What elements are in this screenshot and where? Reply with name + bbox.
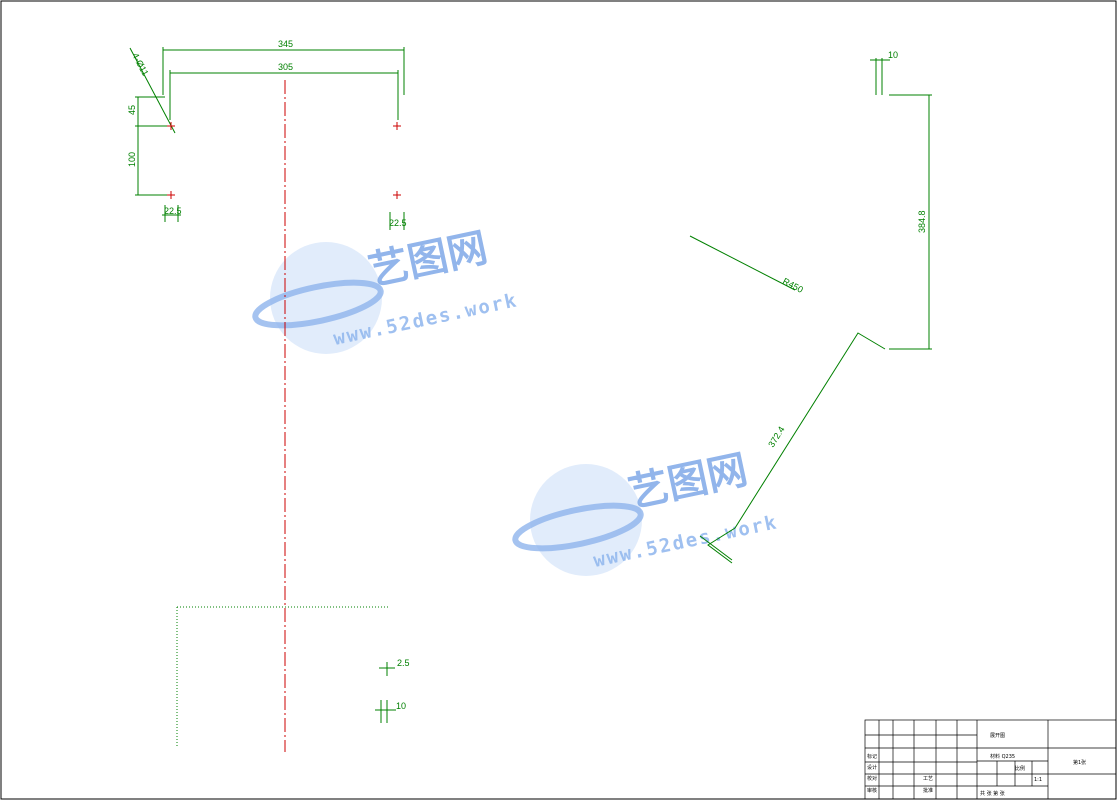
- title-sheet-count: 共 张 第 张: [980, 790, 1005, 797]
- title-material: 材料 Q235: [990, 753, 1015, 760]
- dimension-group-left: [129, 47, 405, 230]
- title-sheet-note: 第1张: [1073, 759, 1086, 766]
- title-scale-label: 比例: [1015, 765, 1025, 772]
- developed-view: [689, 58, 932, 564]
- dim-45: 45: [127, 105, 137, 115]
- lower-view: [176, 606, 396, 748]
- watermark-logo-text: 艺图网: [625, 447, 752, 517]
- dim-10-top: 10: [888, 50, 898, 60]
- title-row-1: 设计: [867, 764, 877, 771]
- title-scale-value: 1:1: [1034, 777, 1042, 783]
- dim-10-bottom: 10: [396, 701, 406, 711]
- dim-22-5-right: 22.5: [389, 218, 407, 228]
- title-drawing-name: 展开图: [990, 733, 1005, 739]
- watermark-1: 艺图网 www.52des.work: [252, 225, 520, 354]
- dim-100: 100: [127, 152, 137, 167]
- dim-345: 345: [278, 39, 293, 49]
- dim-2-5: 2.5: [397, 658, 410, 668]
- title-row-2: 校对: [867, 775, 877, 782]
- watermark-logo-text: 艺图网: [365, 225, 492, 295]
- dim-384-8: 384.8: [917, 210, 927, 233]
- dim-r450: R450: [781, 276, 805, 295]
- dim-305: 305: [278, 62, 293, 72]
- title-row-5: 批准: [923, 787, 933, 794]
- dim-angle-note: 4-Ø11: [130, 51, 150, 77]
- title-block: [864, 719, 1117, 800]
- dim-372-4: 372.4: [766, 425, 786, 449]
- watermark-2: 艺图网 www.52des.work: [512, 447, 780, 576]
- title-row-0: 标记: [867, 753, 877, 760]
- title-row-3: 审核: [867, 787, 877, 794]
- dim-22-5-left: 22.5: [164, 206, 182, 216]
- title-row-4: 工艺: [923, 776, 933, 782]
- globe-logo-icon: [512, 464, 644, 576]
- hole-markers: [167, 122, 401, 199]
- globe-logo-icon: [252, 242, 384, 354]
